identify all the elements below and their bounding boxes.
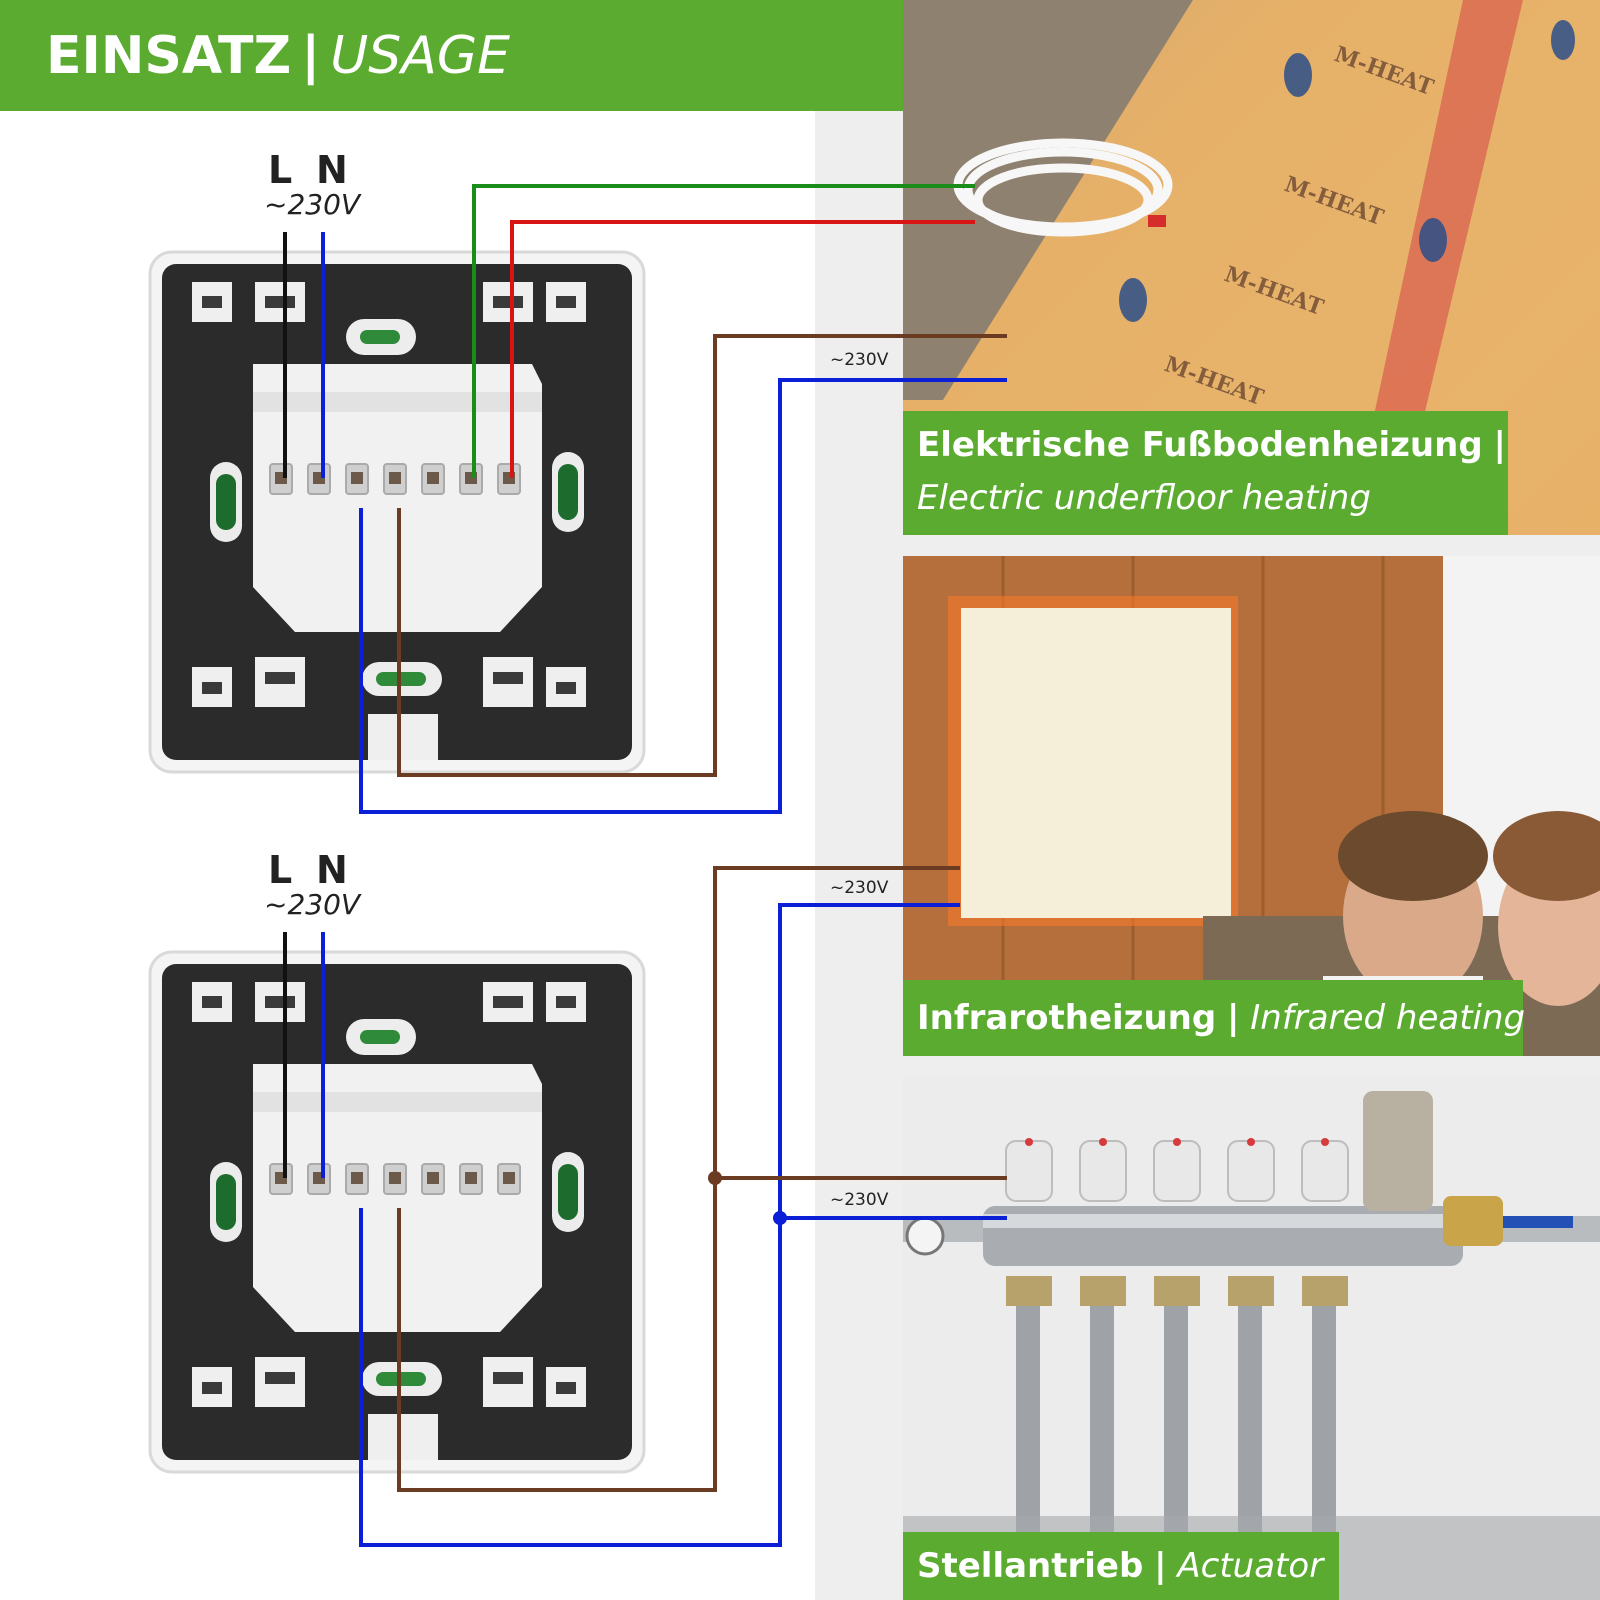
- load-voltage-top: ~230V: [830, 350, 889, 370]
- wire-junction-dot-blue: [773, 1211, 787, 1225]
- panel-label-underfloor-line2: Electric underfloor heating: [917, 472, 1371, 524]
- wire-load-brown-bottom: [397, 866, 960, 1492]
- panel-actuator-title-en: Actuator: [1177, 1546, 1324, 1586]
- wire-sensor-red: [510, 220, 975, 478]
- wire-sensor-green: [472, 184, 975, 478]
- panel-infrared-separator: |: [1227, 998, 1240, 1038]
- panel-infrared-title-de: Infrarotheizung: [917, 998, 1217, 1038]
- panel-actuator-title-de: Stellantrieb: [917, 1546, 1144, 1586]
- underfloor-heating-illustration: M-HEAT M-HEAT M-HEAT M-HEAT: [903, 0, 1600, 535]
- panel-infrared-title-en: Infrared heating: [1250, 998, 1526, 1038]
- title-english: USAGE: [330, 26, 511, 86]
- panel-label-underfloor-line1: Elektrische Fußbodenheizung |: [917, 419, 1506, 471]
- supply-voltage-top: ~230V: [264, 188, 361, 221]
- wire-load-blue-bottom: [359, 903, 960, 1547]
- panel-label-actuator: Stellantrieb | Actuator: [903, 1532, 1339, 1600]
- panel-underfloor-separator: |: [1493, 425, 1506, 465]
- header-bar: EINSATZ|USAGE: [0, 0, 903, 111]
- panel-label-underfloor: Elektrische Fußbodenheizung | Electric u…: [903, 411, 1508, 535]
- title-separator: |: [301, 26, 321, 86]
- panel-label-actuator-text: Stellantrieb | Actuator: [917, 1540, 1323, 1592]
- actuator-illustration: [903, 1076, 1600, 1600]
- label-n-top: N: [316, 148, 348, 192]
- label-n-bottom: N: [316, 848, 348, 892]
- label-l-bottom: L: [268, 848, 293, 892]
- wire-junction-dot-brown: [708, 1171, 722, 1185]
- panel-underfloor-title-en: Electric underfloor heating: [917, 478, 1371, 518]
- supply-voltage-bottom: ~230V: [264, 888, 361, 921]
- actuator-photo: [903, 1076, 1600, 1600]
- panel-underfloor-title-de: Elektrische Fußbodenheizung: [917, 425, 1483, 465]
- wire-load-brown-top: [397, 334, 1007, 777]
- wire-load-blue-top: [359, 378, 1007, 814]
- load-voltage-actuator: ~230V: [830, 1190, 889, 1210]
- title-german: EINSATZ: [46, 26, 292, 86]
- panel-label-infrared-text: Infrarotheizung | Infrared heating: [917, 992, 1525, 1044]
- load-voltage-infrared: ~230V: [830, 878, 889, 898]
- panel-actuator-separator: |: [1154, 1546, 1167, 1586]
- label-l-top: L: [268, 148, 293, 192]
- panel-label-infrared: Infrarotheizung | Infrared heating: [903, 980, 1525, 1056]
- page-title: EINSATZ|USAGE: [46, 26, 510, 86]
